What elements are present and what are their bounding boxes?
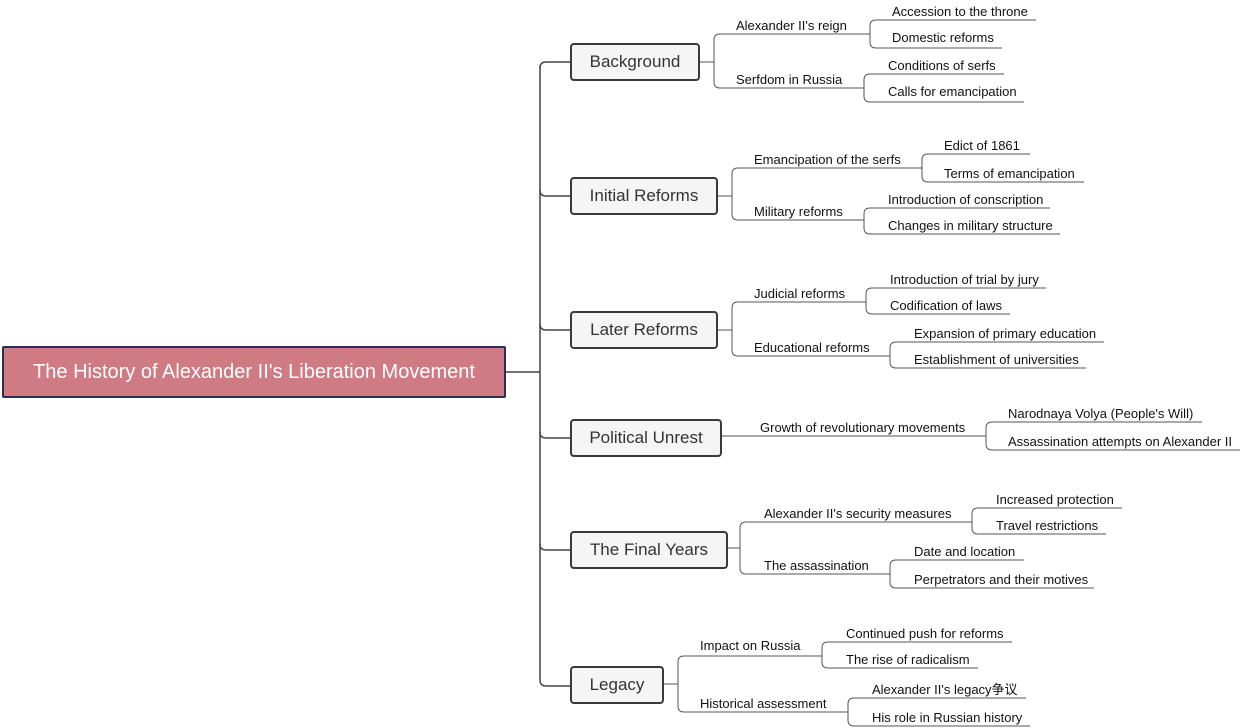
connector bbox=[863, 220, 1060, 235]
connector bbox=[889, 356, 1086, 369]
leaf-topic[interactable]: Date and location bbox=[914, 544, 1016, 559]
leaf-topic[interactable]: Continued push for reforms bbox=[846, 626, 1004, 641]
spine-branch-6 bbox=[539, 679, 570, 687]
leaf-topic[interactable]: Introduction of trial by jury bbox=[890, 272, 1039, 287]
leaf-topic[interactable]: Assassination attempts on Alexander II bbox=[1008, 434, 1233, 449]
connector bbox=[821, 641, 1012, 656]
connector bbox=[921, 168, 1084, 183]
connector bbox=[865, 287, 1046, 302]
connector bbox=[718, 301, 866, 331]
leaf-topic[interactable]: Travel restrictions bbox=[996, 518, 1099, 533]
branch-final-years[interactable]: The Final Years bbox=[570, 531, 728, 569]
connector bbox=[889, 341, 1104, 356]
leaf-topic[interactable]: Edict of 1861 bbox=[944, 138, 1020, 153]
branch-initial-reforms[interactable]: Initial Reforms bbox=[570, 177, 718, 215]
connector bbox=[985, 436, 1240, 451]
subtopic[interactable]: Serfdom in Russia bbox=[736, 72, 843, 87]
leaf-topic[interactable]: The rise of radicalism bbox=[846, 652, 970, 667]
subtopic[interactable]: Educational reforms bbox=[754, 340, 870, 355]
leaf-topic[interactable]: Terms of emancipation bbox=[944, 166, 1075, 181]
subtopic[interactable]: Growth of revolutionary movements bbox=[760, 420, 966, 435]
connector bbox=[728, 521, 972, 549]
subtopic[interactable]: Military reforms bbox=[754, 204, 843, 219]
leaf-topic[interactable]: Introduction of conscription bbox=[888, 192, 1044, 207]
connector bbox=[677, 684, 848, 713]
leaf-topic[interactable]: Establishment of universities bbox=[914, 352, 1079, 367]
connector bbox=[731, 330, 890, 357]
connector bbox=[971, 522, 1106, 535]
connector bbox=[863, 73, 1004, 88]
connector bbox=[847, 697, 1026, 712]
connector bbox=[847, 712, 1030, 727]
subtopic[interactable]: Alexander II's reign bbox=[736, 18, 847, 33]
leaf-topic[interactable]: Expansion of primary education bbox=[914, 326, 1097, 341]
connector bbox=[821, 656, 978, 669]
connector bbox=[713, 62, 864, 89]
connector bbox=[921, 153, 1030, 168]
leaf-topic[interactable]: Codification of laws bbox=[890, 298, 1002, 313]
spine-branch-4 bbox=[539, 431, 570, 439]
leaf-topic[interactable]: Domestic reforms bbox=[892, 30, 994, 45]
subtopic[interactable]: Judicial reforms bbox=[754, 286, 846, 301]
spine-branch-3 bbox=[539, 323, 570, 331]
leaf-topic[interactable]: Calls for emancipation bbox=[888, 84, 1017, 99]
connector bbox=[731, 196, 864, 221]
connector bbox=[739, 548, 890, 575]
subtopic[interactable]: Emancipation of the serfs bbox=[754, 152, 901, 167]
connector bbox=[889, 559, 1024, 574]
subtopic[interactable]: Impact on Russia bbox=[700, 638, 801, 653]
connector bbox=[985, 421, 1202, 436]
connector bbox=[865, 302, 1010, 315]
leaf-topic[interactable]: Narodnaya Volya (People's Will) bbox=[1008, 406, 1194, 421]
spine-branch-1 bbox=[539, 61, 570, 69]
branch-later-reforms[interactable]: Later Reforms bbox=[570, 311, 718, 349]
branch-background[interactable]: Background bbox=[570, 43, 700, 81]
connector bbox=[863, 88, 1024, 103]
leaf-topic[interactable]: His role in Russian history bbox=[872, 710, 1023, 725]
root-topic[interactable]: The History of Alexander II's Liberation… bbox=[2, 346, 506, 398]
leaf-topic[interactable]: Conditions of serfs bbox=[888, 58, 996, 73]
leaf-topic[interactable]: Increased protection bbox=[996, 492, 1114, 507]
connector bbox=[664, 655, 822, 685]
connector bbox=[889, 574, 1094, 589]
connector bbox=[718, 167, 922, 197]
subtopic[interactable]: Alexander II's security measures bbox=[764, 506, 952, 521]
connector bbox=[863, 207, 1050, 220]
spine-branch-5 bbox=[539, 543, 570, 551]
leaf-topic[interactable]: Changes in military structure bbox=[888, 218, 1053, 233]
leaf-topic[interactable]: Alexander II's legacy争议 bbox=[872, 682, 1018, 697]
connector bbox=[971, 507, 1122, 522]
branch-legacy[interactable]: Legacy bbox=[570, 666, 664, 704]
subtopic[interactable]: The assassination bbox=[764, 558, 869, 573]
branch-political-unrest[interactable]: Political Unrest bbox=[570, 419, 722, 457]
subtopic[interactable]: Historical assessment bbox=[700, 696, 827, 711]
spine-branch-2 bbox=[539, 189, 570, 197]
connector bbox=[869, 19, 1036, 34]
connector bbox=[700, 33, 870, 63]
leaf-topic[interactable]: Perpetrators and their motives bbox=[914, 572, 1089, 587]
leaf-topic[interactable]: Accession to the throne bbox=[892, 4, 1028, 19]
connector bbox=[869, 34, 1002, 49]
